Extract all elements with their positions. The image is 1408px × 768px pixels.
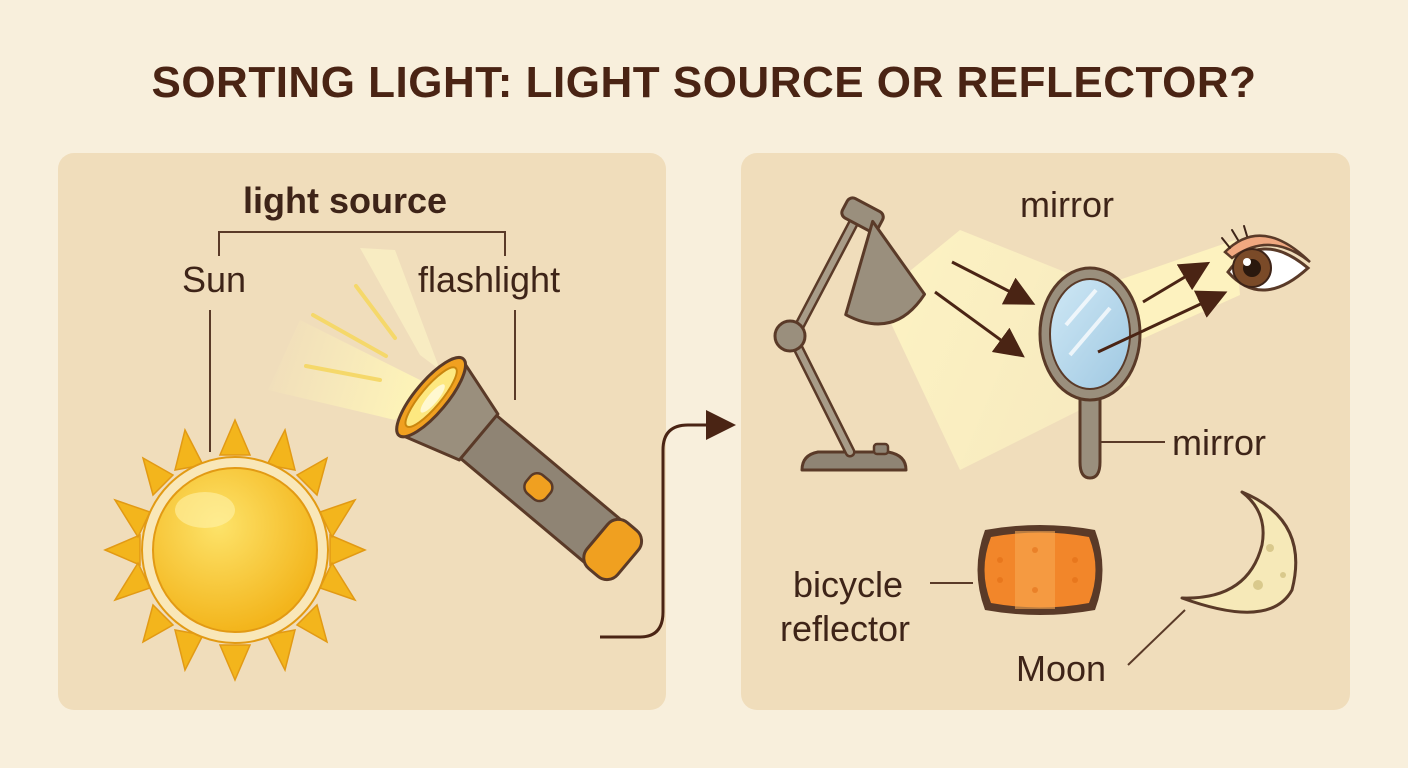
reflector-label: reflector — [780, 608, 911, 649]
moon-label: Moon — [1016, 648, 1107, 689]
sun-icon — [103, 418, 367, 682]
hand-mirror-icon — [1038, 266, 1142, 480]
light-rays — [304, 284, 397, 382]
bicycle-label: bicycle — [793, 564, 904, 605]
flashlight-label: flashlight — [418, 259, 561, 300]
desk-lamp-icon — [773, 196, 927, 472]
mirror-side-label: mirror — [1172, 422, 1266, 463]
heading-bracket — [218, 231, 506, 256]
page-title: SORTING LIGHT: LIGHT SOURCE OR REFLECTOR… — [151, 58, 1257, 107]
moon-leader-line — [1127, 609, 1186, 666]
reflected-arrows — [1097, 261, 1228, 354]
crescent-moon-icon — [1180, 490, 1298, 614]
connector-arrow — [600, 410, 736, 639]
light-source-heading: light source — [243, 180, 448, 221]
flashlight-beam — [268, 320, 430, 420]
flashlight-icon — [395, 355, 644, 582]
eye-icon — [1221, 225, 1311, 292]
sun-label: Sun — [182, 259, 247, 300]
bicycle-reflector-icon — [977, 525, 1103, 615]
mirror-top-label: mirror — [1020, 184, 1114, 225]
incident-arrows — [934, 260, 1036, 358]
